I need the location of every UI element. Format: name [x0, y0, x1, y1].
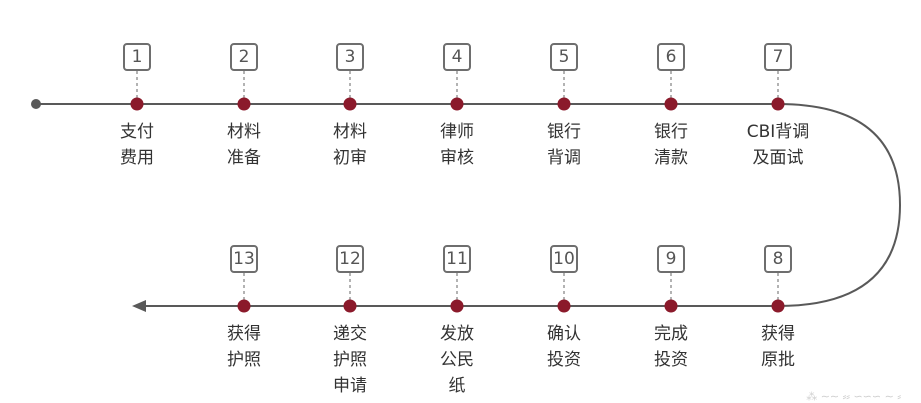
step-number-box: 6 [657, 43, 685, 71]
flow-start-dot [31, 99, 41, 109]
watermark-logo: ⁂ ∼∼ ⸗⸗ ∽∽∽ ∼ ⸗ [806, 390, 901, 403]
step-node-dot [450, 97, 464, 111]
step-node-dot [771, 97, 785, 111]
step-number-box: 4 [443, 43, 471, 71]
step-node-dot [557, 299, 571, 313]
step-number-box: 12 [336, 245, 364, 273]
step-label: 银行 清款 [654, 122, 688, 168]
step-number-box: 2 [230, 43, 258, 71]
step-label: 律师 审核 [440, 122, 474, 168]
step-number-box: 11 [443, 245, 471, 273]
flow-end-arrow-icon [132, 300, 146, 312]
step-label: 获得 护照 [227, 324, 261, 370]
step-number-box: 1 [123, 43, 151, 71]
step-number-box: 5 [550, 43, 578, 71]
step-number-box: 8 [764, 245, 792, 273]
step-number-box: 9 [657, 245, 685, 273]
step-label: 确认 投资 [547, 324, 581, 370]
step-label: 发放 公民 纸 [440, 324, 474, 396]
step-label: 材料 准备 [227, 122, 261, 168]
step-node-dot [557, 97, 571, 111]
step-node-dot [771, 299, 785, 313]
step-label: 递交 护照 申请 [333, 324, 367, 396]
flow-connector-line [36, 103, 902, 307]
step-number-box: 3 [336, 43, 364, 71]
step-node-dot [343, 299, 357, 313]
step-label: 材料 初审 [333, 122, 367, 168]
step-label: 银行 背调 [547, 122, 581, 168]
step-number-box: 13 [230, 245, 258, 273]
step-node-dot [664, 97, 678, 111]
step-node-dot [130, 97, 144, 111]
step-node-dot [664, 299, 678, 313]
step-number-box: 7 [764, 43, 792, 71]
step-label: CBI背调 及面试 [746, 122, 810, 168]
step-label: 获得 原批 [761, 324, 795, 370]
step-node-dot [237, 299, 251, 313]
step-label: 完成 投资 [654, 324, 688, 370]
step-node-dot [237, 97, 251, 111]
step-number-box: 10 [550, 245, 578, 273]
step-label: 支付 费用 [120, 122, 154, 168]
step-node-dot [450, 299, 464, 313]
step-node-dot [343, 97, 357, 111]
